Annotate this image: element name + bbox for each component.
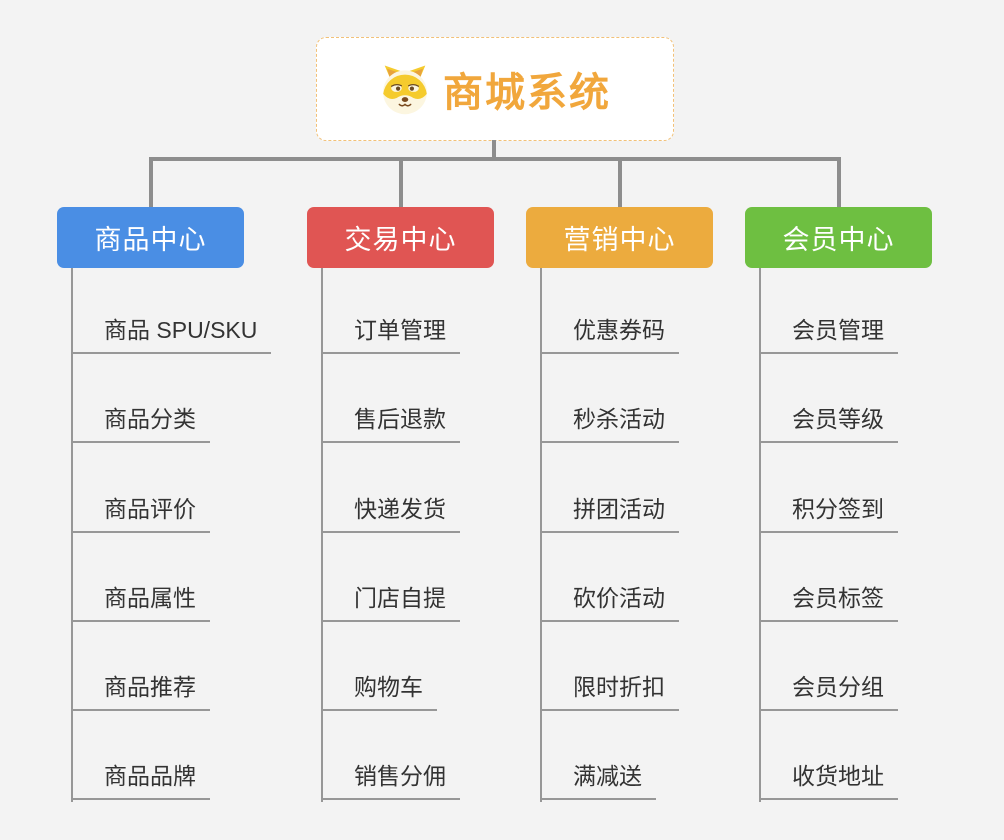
child-topic[interactable]: 商品评价: [71, 494, 210, 533]
branch-header-trade[interactable]: 交易中心: [307, 207, 494, 268]
child-topic[interactable]: 门店自提: [321, 583, 460, 622]
child-topic[interactable]: 限时折扣: [540, 672, 679, 711]
connector-root-stub: [492, 140, 496, 161]
branch-label: 交易中心: [344, 225, 457, 255]
child-topic[interactable]: 砍价活动: [540, 583, 679, 622]
branch-label: 营销中心: [563, 225, 676, 255]
child-topic[interactable]: 商品推荐: [71, 672, 210, 711]
branch-vline-member: [759, 268, 761, 802]
child-topic[interactable]: 收货地址: [759, 761, 898, 800]
child-topic[interactable]: 会员标签: [759, 583, 898, 622]
connector-branch-stub-trade: [398, 157, 403, 208]
root-node[interactable]: 商城系统: [316, 37, 674, 141]
branch-vline-trade: [321, 268, 323, 802]
child-topic[interactable]: 会员分组: [759, 672, 898, 711]
child-topic[interactable]: 积分签到: [759, 494, 898, 533]
child-topic[interactable]: 售后退款: [321, 404, 460, 443]
child-topic[interactable]: 满减送: [540, 761, 656, 800]
branch-vline-marketing: [540, 268, 542, 802]
branch-label: 会员中心: [782, 225, 895, 255]
child-topic[interactable]: 销售分佣: [321, 761, 460, 800]
branch-header-product[interactable]: 商品中心: [57, 207, 244, 268]
child-topic[interactable]: 商品 SPU/SKU: [71, 315, 272, 354]
child-topic[interactable]: 商品属性: [71, 583, 210, 622]
child-topic[interactable]: 会员管理: [759, 315, 898, 354]
child-topic[interactable]: 订单管理: [321, 315, 460, 354]
shiba-dog-icon: [383, 65, 427, 115]
child-topic[interactable]: 商品品牌: [71, 761, 210, 800]
branch-vline-product: [71, 268, 73, 802]
branch-header-member[interactable]: 会员中心: [745, 207, 932, 268]
child-topic[interactable]: 商品分类: [71, 404, 210, 443]
child-topic[interactable]: 拼团活动: [540, 494, 679, 533]
branch-label: 商品中心: [94, 225, 207, 255]
child-topic[interactable]: 快递发货: [321, 494, 460, 533]
root-title: 商城系统: [443, 71, 611, 115]
connector-branch-stub-marketing: [617, 157, 622, 208]
connector-trunk: [148, 157, 841, 161]
child-topic[interactable]: 优惠券码: [540, 315, 679, 354]
child-topic[interactable]: 购物车: [321, 672, 437, 711]
connector-branch-stub-member: [836, 157, 841, 208]
child-topic[interactable]: 秒杀活动: [540, 404, 679, 443]
child-topic[interactable]: 会员等级: [759, 404, 898, 443]
branch-header-marketing[interactable]: 营销中心: [526, 207, 713, 268]
connector-branch-stub-product: [148, 157, 153, 208]
